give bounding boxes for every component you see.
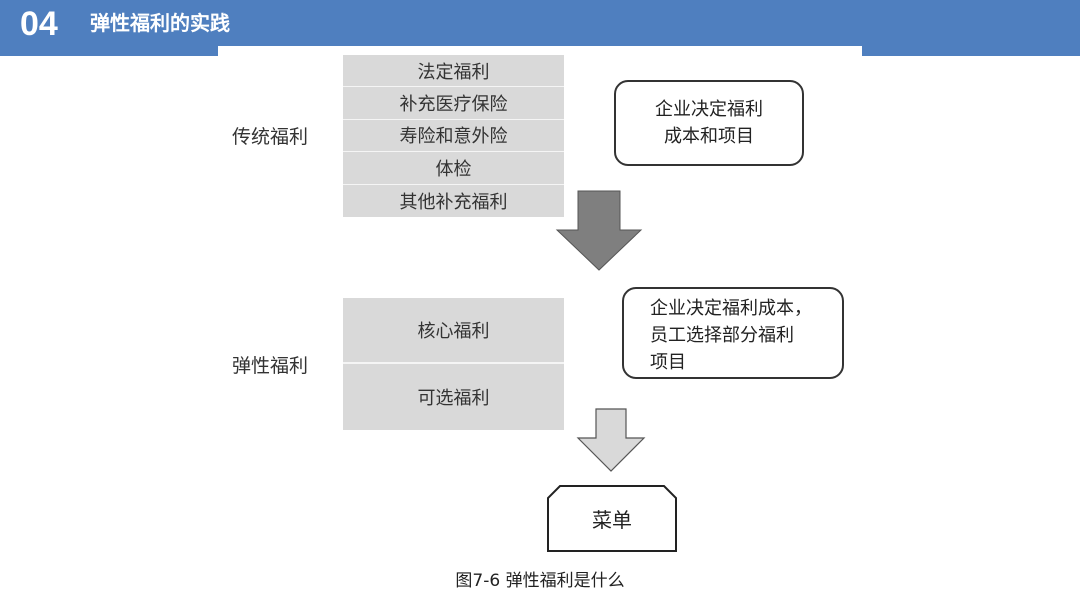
down-arrow-dark	[555, 190, 643, 271]
traditional-note-line: 成本和项目	[664, 126, 754, 147]
traditional-benefits-label: 传统福利	[232, 126, 309, 148]
flexible-item: 可选福利	[343, 364, 564, 430]
flexible-item: 核心福利	[343, 298, 564, 364]
traditional-note-box: 企业决定福利 成本和项目	[614, 80, 804, 166]
section-number: 04	[20, 5, 58, 43]
flexible-note-line: 企业决定福利成本，	[650, 298, 812, 319]
header-bar	[0, 0, 1080, 46]
traditional-item: 寿险和意外险	[343, 119, 564, 153]
section-title: 弹性福利的实践	[90, 11, 230, 35]
menu-label: 菜单	[592, 507, 632, 532]
flexible-benefits-stack: 核心福利 可选福利	[343, 298, 564, 430]
traditional-item: 其他补充福利	[343, 184, 564, 217]
traditional-item: 体检	[343, 152, 564, 185]
traditional-benefits-stack: 法定福利 补充医疗保险 寿险和意外险 体检 其他补充福利	[343, 55, 564, 217]
flexible-benefits-label: 弹性福利	[232, 355, 309, 377]
header-accent-right	[862, 46, 1080, 56]
menu-box-outline	[547, 485, 677, 552]
flexible-note-line: 项目	[650, 352, 686, 373]
traditional-note-line: 企业决定福利	[655, 99, 763, 120]
figure-caption: 图7-6 弹性福利是什么	[455, 571, 625, 591]
flexible-note-box: 企业决定福利成本， 员工选择部分福利 项目	[622, 287, 844, 379]
traditional-item: 补充医疗保险	[343, 87, 564, 120]
flexible-note-line: 员工选择部分福利	[650, 325, 794, 346]
header-accent-left	[0, 46, 218, 56]
traditional-item: 法定福利	[343, 55, 564, 88]
down-arrow-light	[576, 408, 646, 472]
